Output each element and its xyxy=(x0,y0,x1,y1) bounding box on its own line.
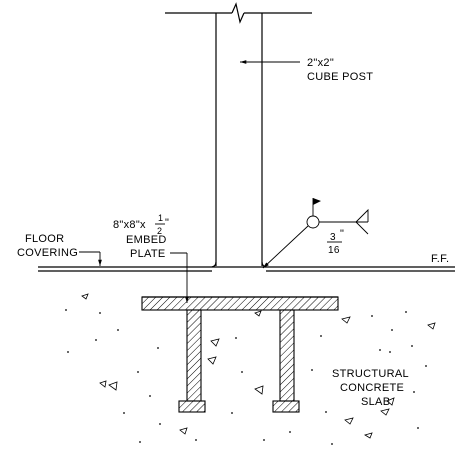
floor-line1-label: FLOOR xyxy=(25,233,64,245)
weld-symbol xyxy=(262,198,369,269)
anchor-left xyxy=(178,309,206,413)
anchor-right xyxy=(272,309,300,413)
cube-post xyxy=(211,13,267,268)
plate-line3-label: PLATE xyxy=(130,248,166,260)
plate-line2-label: EMBED xyxy=(126,234,167,246)
post-name-label: CUBE POST xyxy=(307,71,373,83)
finished-floor-line xyxy=(38,266,455,272)
plate-leader xyxy=(170,252,189,303)
plate-frac-den: 2 xyxy=(157,226,162,236)
slab-line3-label: SLAB xyxy=(361,396,390,408)
floor-leader xyxy=(79,251,102,266)
concrete-aggregate xyxy=(65,293,436,445)
embed-plate xyxy=(141,296,339,311)
weld-frac-den: 16 xyxy=(328,245,340,256)
weld-frac-num: 3 xyxy=(330,232,336,243)
plate-dim-label: 8"x8"x xyxy=(113,219,146,231)
floor-line2-label: COVERING xyxy=(17,247,78,259)
plate-frac-num: 1 xyxy=(158,213,163,223)
slab-line2-label: CONCRETE xyxy=(340,382,404,394)
finished-floor-label: F.F. xyxy=(431,253,449,265)
break-line xyxy=(165,2,312,24)
plate-inch-mark: " xyxy=(165,217,169,229)
weld-inch-mark: " xyxy=(340,228,344,240)
post-dim-label: 2"x2" xyxy=(307,57,334,69)
slab-line1-label: STRUCTURAL xyxy=(332,368,409,380)
